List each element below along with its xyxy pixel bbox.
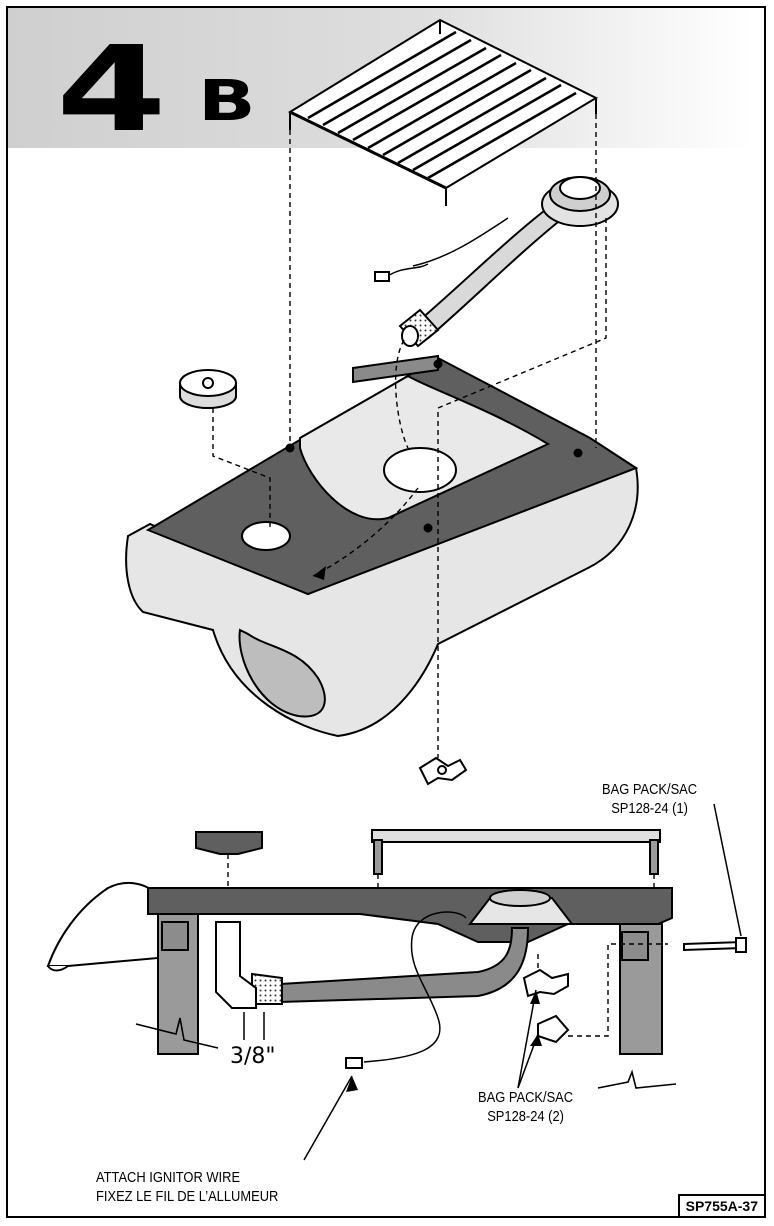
step-letter: B <box>198 69 256 134</box>
break-lines <box>135 1017 677 1089</box>
cross-section <box>46 829 747 1069</box>
bag-pack-1-line1: BAG PACK/SAC <box>602 781 698 798</box>
leader-lines <box>303 803 742 1161</box>
ignitor-line2: FIXEZ LE FIL DE L’ALLUMEUR <box>96 1188 279 1205</box>
dimension-label: 3/8" <box>230 1044 276 1069</box>
bag-pack-callout-2: BAG PACK/SAC SP128-24 (2) <box>478 1088 573 1126</box>
bag-pack-callout-1: BAG PACK/SAC SP128-24 (1) <box>602 780 697 818</box>
document-code: SP755A-37 <box>677 1194 764 1216</box>
cooking-grate <box>287 18 599 206</box>
dimension-lines <box>243 1012 265 1040</box>
page-frame: 4 B <box>6 6 766 1218</box>
ignitor-callout: ATTACH IGNITOR WIRE FIXEZ LE FIL DE L’AL… <box>96 1168 278 1206</box>
gas-burner <box>374 176 619 348</box>
assembly-dashes-top <box>212 114 607 758</box>
assembly-dashes-bottom <box>227 854 668 1037</box>
grill-body <box>125 354 639 738</box>
step-number: 4 <box>56 20 167 158</box>
burner-cap <box>179 369 237 409</box>
bag-pack-1-line2: SP128-24 (1) <box>611 800 688 817</box>
assembly-diagram <box>46 18 747 1161</box>
bag-pack-2-line1: BAG PACK/SAC <box>478 1089 574 1106</box>
bag-pack-2-line2: SP128-24 (2) <box>487 1108 564 1125</box>
wing-nut-top <box>418 756 468 786</box>
ignitor-line1: ATTACH IGNITOR WIRE <box>96 1169 241 1186</box>
